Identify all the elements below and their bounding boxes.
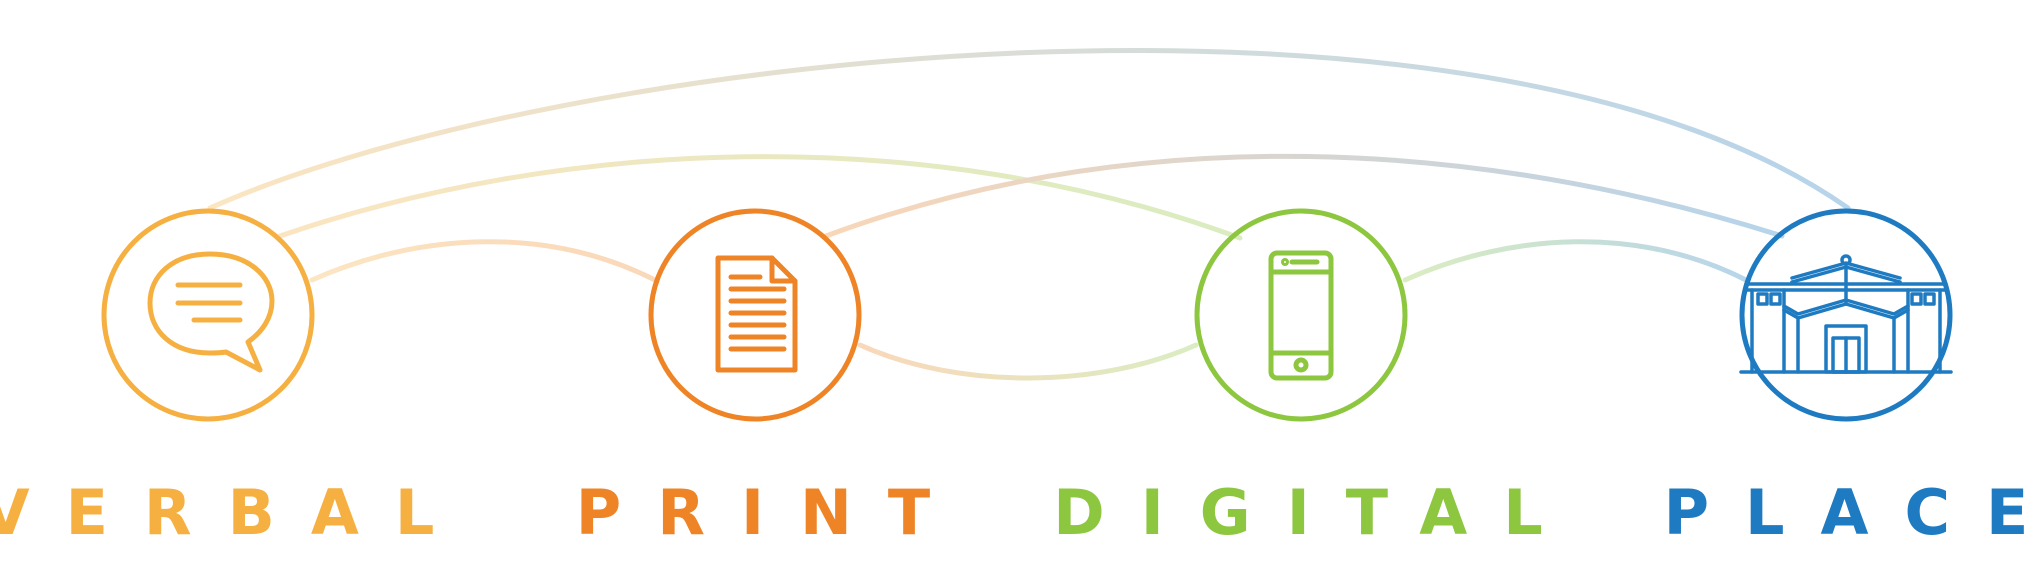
node-label-verbal: VERBAL [0, 476, 471, 549]
node-place [1739, 208, 1953, 422]
connection-verbal-digital [277, 154, 1243, 241]
node-circle-verbal [101, 208, 315, 422]
node-label-digital: DIGITAL [1053, 476, 1579, 549]
node-circle-print [648, 208, 862, 422]
node-digital [1194, 208, 1408, 422]
node-circle-place [1739, 208, 1953, 422]
node-verbal [101, 208, 315, 422]
speech-bubble-icon [147, 251, 275, 373]
connection-print-digital [857, 342, 1199, 381]
connection-verbal-place [207, 48, 1851, 211]
node-label-place: PLACE [1663, 476, 2024, 549]
document-icon [715, 255, 798, 373]
node-print [648, 208, 862, 422]
connections [207, 48, 1851, 381]
node-circle-digital [1194, 208, 1408, 422]
connection-verbal-print [309, 239, 658, 283]
smartphone-icon [1268, 250, 1334, 381]
connection-digital-place [1402, 239, 1749, 283]
storefront-icon [1739, 254, 1953, 374]
connection-print-place [823, 153, 1785, 239]
node-label-print: PRINT [575, 476, 967, 549]
